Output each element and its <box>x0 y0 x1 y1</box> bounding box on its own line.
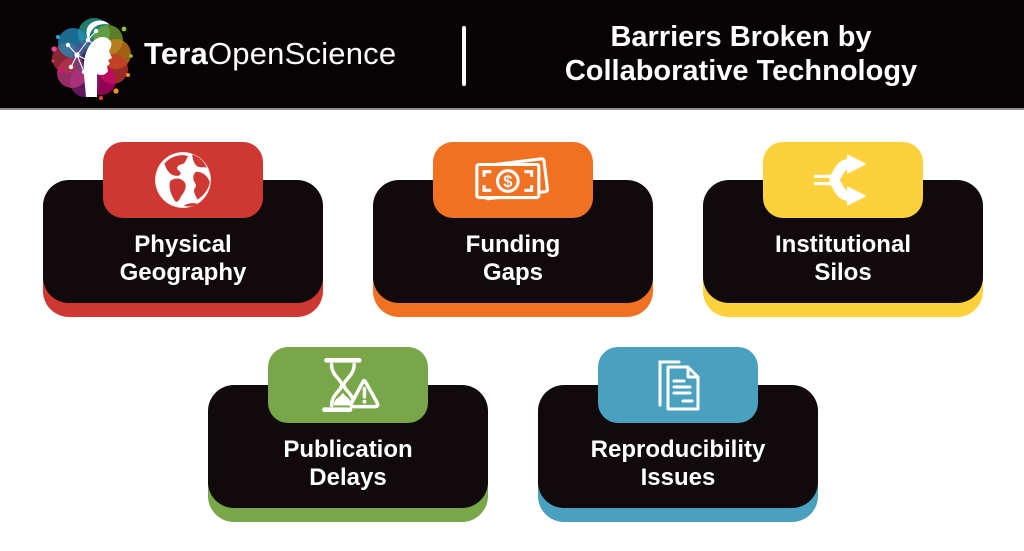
card-label-line2: Geography <box>119 258 247 286</box>
globe-icon <box>155 152 211 208</box>
card-label-line2: Gaps <box>482 258 544 286</box>
card-label-line2: Delays <box>309 463 387 491</box>
card-body: Funding Gaps <box>373 180 653 303</box>
documents-icon <box>658 360 700 411</box>
card-publication-delays: Publication Delays <box>208 347 488 525</box>
card-label-line2: Silos <box>814 258 872 286</box>
card-label-line1: Institutional <box>775 230 911 258</box>
card-label-line1: Reproducibility <box>590 435 766 463</box>
brain-network-logo-icon <box>51 18 133 100</box>
card-icon-tab <box>268 347 428 423</box>
card-funding-gaps: Funding Gaps $ <box>373 142 653 320</box>
card-icon-tab <box>103 142 263 218</box>
card-physical-geography: Physical Geography <box>43 142 323 320</box>
brand-regular-part: OpenScience <box>207 36 397 71</box>
card-icon-tab <box>763 142 923 218</box>
page-title-line1: Barriers Broken by <box>610 21 872 53</box>
brand-bold-part: Tera <box>144 36 208 71</box>
card-label-line1: Funding <box>465 230 561 258</box>
header-divider <box>462 26 466 86</box>
hourglass-warning-icon <box>322 358 380 412</box>
card-reproducibility-issues: Reproducibility Issues <box>538 347 818 525</box>
split-arrows-icon <box>814 154 867 206</box>
card-label-line1: Publication <box>283 435 413 463</box>
card-institutional-silos: Institutional Silos <box>703 142 983 320</box>
card-icon-tab <box>598 347 758 423</box>
card-icon-tab: $ <box>433 142 593 218</box>
money-icon: $ <box>475 157 550 201</box>
svg-text:$: $ <box>503 172 512 191</box>
card-label-line2: Issues <box>640 463 716 491</box>
page-title-line2: Collaborative Technology <box>564 55 918 87</box>
card-label-line1: Physical <box>134 230 232 258</box>
page-title: Barriers Broken by Collaborative Technol… <box>478 0 1004 108</box>
tera-open-science-logo <box>46 9 142 105</box>
